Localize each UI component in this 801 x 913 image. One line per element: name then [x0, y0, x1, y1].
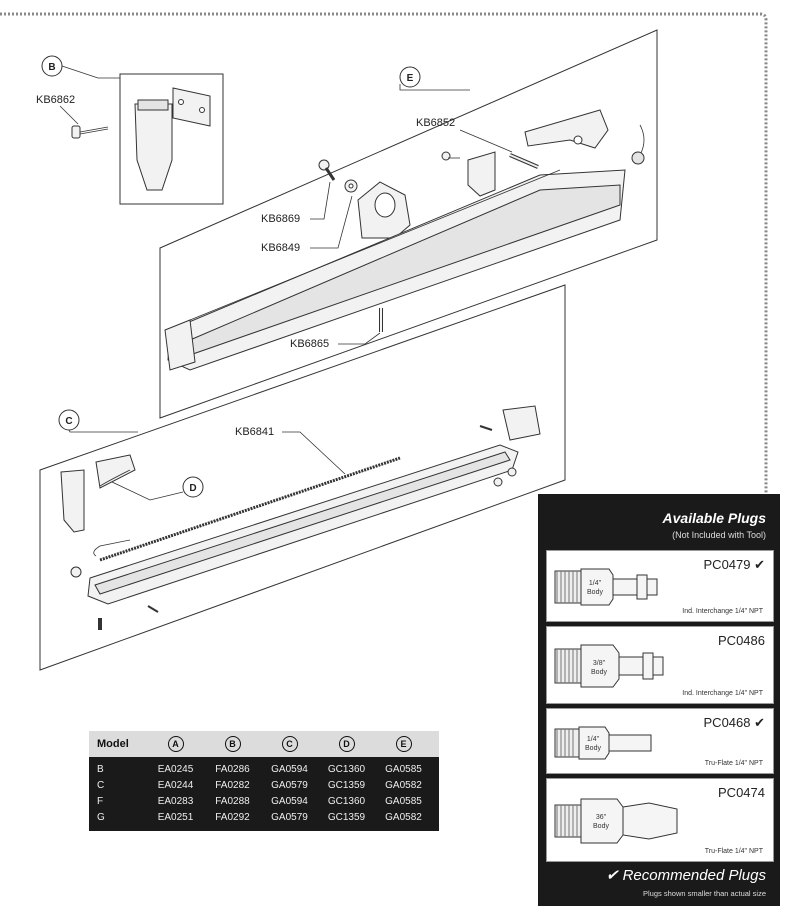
- plug-card-pc0479: 1/4" Body PC0479 ✔ Ind. Interchange 1/4"…: [546, 550, 774, 622]
- plug-pc0479-icon: 1/4" Body: [554, 568, 658, 606]
- plug-code: PC0479 ✔: [703, 557, 765, 572]
- cell-model: G: [97, 811, 105, 823]
- cell-a: EA0283: [157, 795, 194, 807]
- cell-d: GC1360: [327, 795, 366, 807]
- cell-model: F: [97, 795, 104, 807]
- plug-body-size: 36": [596, 814, 607, 821]
- bracket-part: [467, 151, 496, 197]
- plug-card-pc0474: 36" Body PC0474 Tru-Flate 1/4" NPT: [546, 778, 774, 862]
- latch-part: [524, 109, 609, 149]
- callout-c: C: [65, 416, 72, 427]
- plug-card-pc0468: 1/4" Body PC0468 ✔ Tru-Flate 1/4" NPT: [546, 708, 774, 774]
- plug-code: PC0474: [718, 785, 765, 800]
- pin-kb6852: [509, 153, 539, 169]
- cell-b: FA0282: [215, 779, 250, 791]
- table-row: F EA0283 FA0288 GA0594 GC1360 GA0585: [89, 793, 439, 809]
- callout-b: B: [48, 62, 55, 73]
- callout-e-circle: [399, 66, 421, 88]
- cell-e: GA0582: [385, 811, 422, 823]
- header-d: D: [338, 736, 355, 752]
- plug-body-word: Body: [593, 823, 609, 830]
- magazine-rail: [164, 169, 626, 371]
- cell-model: B: [97, 763, 104, 775]
- cell-c: GA0579: [271, 779, 308, 791]
- plug-body-size: 1/4": [587, 736, 600, 743]
- cell-d: GC1359: [327, 811, 366, 823]
- pusher-rail-kb6841: [87, 444, 519, 605]
- header-b: B: [224, 736, 241, 752]
- label-kb6865: KB6865: [290, 338, 329, 350]
- plug-pc0474-icon: 36" Body: [554, 798, 678, 844]
- cell-c: GA0594: [271, 795, 308, 807]
- washer-part: [344, 179, 358, 193]
- wheel-block-kb6849: [357, 181, 411, 239]
- header-c: C: [281, 736, 298, 752]
- cell-a: EA0245: [157, 763, 194, 775]
- plug-card-pc0486: 3/8" Body PC0486 Ind. Interchange 1/4" N…: [546, 626, 774, 704]
- follower-part: [95, 454, 136, 489]
- header-a: A: [167, 736, 184, 752]
- pin-kb6869: [318, 159, 336, 181]
- spring-part: [631, 124, 645, 165]
- dotted-frame: [0, 12, 768, 797]
- plug-body-word: Body: [587, 589, 603, 596]
- callout-e: E: [407, 73, 414, 84]
- nosepiece-part: [134, 99, 173, 191]
- label-kb6849: KB6849: [261, 242, 300, 254]
- cell-e: GA0585: [385, 763, 422, 775]
- header-model: Model: [97, 738, 129, 750]
- cell-d: GC1360: [327, 763, 366, 775]
- screw-kb6862: [71, 125, 109, 139]
- plug-pc0468-icon: 1/4" Body: [554, 726, 652, 760]
- label-kb6869: KB6869: [261, 213, 300, 225]
- recommended-note: Plugs shown smaller than actual size: [643, 889, 766, 898]
- pusher-part: [60, 469, 85, 533]
- plug-pc0486-icon: 3/8" Body: [554, 644, 664, 688]
- cell-a: EA0251: [157, 811, 194, 823]
- cell-b: FA0288: [215, 795, 250, 807]
- recommended-label: ✔ Recommended Plugs: [605, 867, 766, 884]
- plug-code: PC0486: [718, 633, 765, 648]
- plugs-title: Available Plugs: [662, 510, 766, 526]
- cell-e: GA0582: [385, 779, 422, 791]
- cell-a: EA0244: [157, 779, 194, 791]
- plug-code: PC0468 ✔: [703, 715, 765, 730]
- callout-d-circle: [182, 476, 204, 498]
- plug-body-word: Body: [585, 745, 601, 752]
- cell-b: FA0292: [215, 811, 250, 823]
- plug-note: Tru-Flate 1/4" NPT: [704, 848, 763, 855]
- end-cap-part: [502, 405, 541, 441]
- small-parts: [70, 425, 517, 630]
- header-e: E: [395, 736, 412, 752]
- available-plugs-panel: Available Plugs (Not Included with Tool)…: [538, 494, 780, 906]
- cell-c: GA0579: [271, 811, 308, 823]
- table-row: C EA0244 FA0282 GA0579 GC1359 GA0582: [89, 777, 439, 793]
- label-kb6862: KB6862: [36, 94, 75, 106]
- callout-d: D: [189, 483, 196, 494]
- plug-body-size: 3/8": [593, 660, 606, 667]
- plug-body-word: Body: [591, 669, 607, 676]
- label-kb6852: KB6852: [416, 117, 455, 129]
- label-kb6841: KB6841: [235, 426, 274, 438]
- plug-note: Tru-Flate 1/4" NPT: [704, 760, 763, 767]
- small-screw-part: [441, 151, 460, 161]
- cell-model: C: [97, 779, 105, 791]
- plug-body-size: 1/4": [589, 580, 602, 587]
- plugs-subtitle: (Not Included with Tool): [672, 530, 766, 540]
- table-header: Model A B C D E: [89, 731, 439, 757]
- plug-note: Ind. Interchange 1/4" NPT: [682, 690, 763, 697]
- table-row: B EA0245 FA0286 GA0594 GC1360 GA0585: [89, 761, 439, 777]
- model-table: Model A B C D E B EA0245 FA0286 GA0594 G…: [89, 731, 439, 831]
- cell-e: GA0585: [385, 795, 422, 807]
- cell-d: GC1359: [327, 779, 366, 791]
- cell-b: FA0286: [215, 763, 250, 775]
- table-row: G EA0251 FA0292 GA0579 GC1359 GA0582: [89, 809, 439, 825]
- cell-c: GA0594: [271, 763, 308, 775]
- plate-part: [172, 87, 211, 127]
- plug-note: Ind. Interchange 1/4" NPT: [682, 608, 763, 615]
